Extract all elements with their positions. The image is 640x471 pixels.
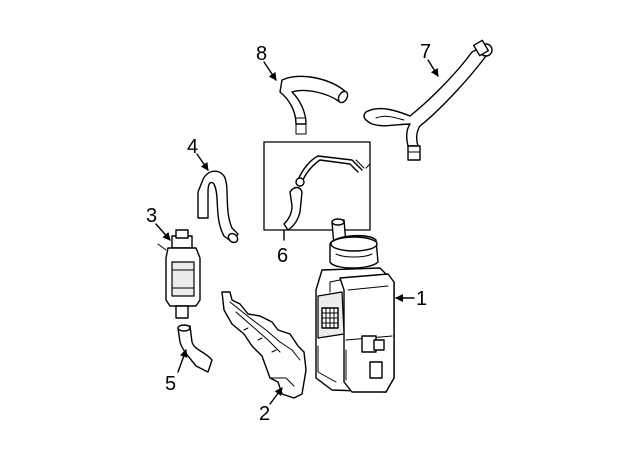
leader-3	[155, 223, 171, 241]
part-3-filter	[157, 229, 201, 319]
leader-lines	[155, 59, 439, 405]
callout-4: 4	[187, 136, 198, 158]
callout-8: 8	[256, 43, 267, 65]
part-2-bracket	[221, 291, 307, 399]
callout-1: 1	[416, 288, 427, 310]
part-8-hose	[279, 75, 349, 135]
leader-4	[196, 153, 209, 171]
part-1-unit	[315, 218, 395, 393]
callout-6: 6	[277, 245, 288, 267]
leader-7	[427, 59, 439, 77]
part-7-hose	[363, 39, 493, 161]
part-4-hose	[197, 170, 239, 244]
part-5-hose	[177, 324, 213, 373]
leader-5	[177, 349, 188, 373]
leader-8	[263, 61, 277, 81]
part-6-box	[263, 141, 371, 231]
callout-7: 7	[420, 41, 431, 63]
callout-5: 5	[165, 373, 176, 395]
callout-2: 2	[259, 403, 270, 425]
vent-grid	[321, 307, 339, 329]
leader-2	[269, 387, 283, 405]
callout-3: 3	[146, 205, 157, 227]
